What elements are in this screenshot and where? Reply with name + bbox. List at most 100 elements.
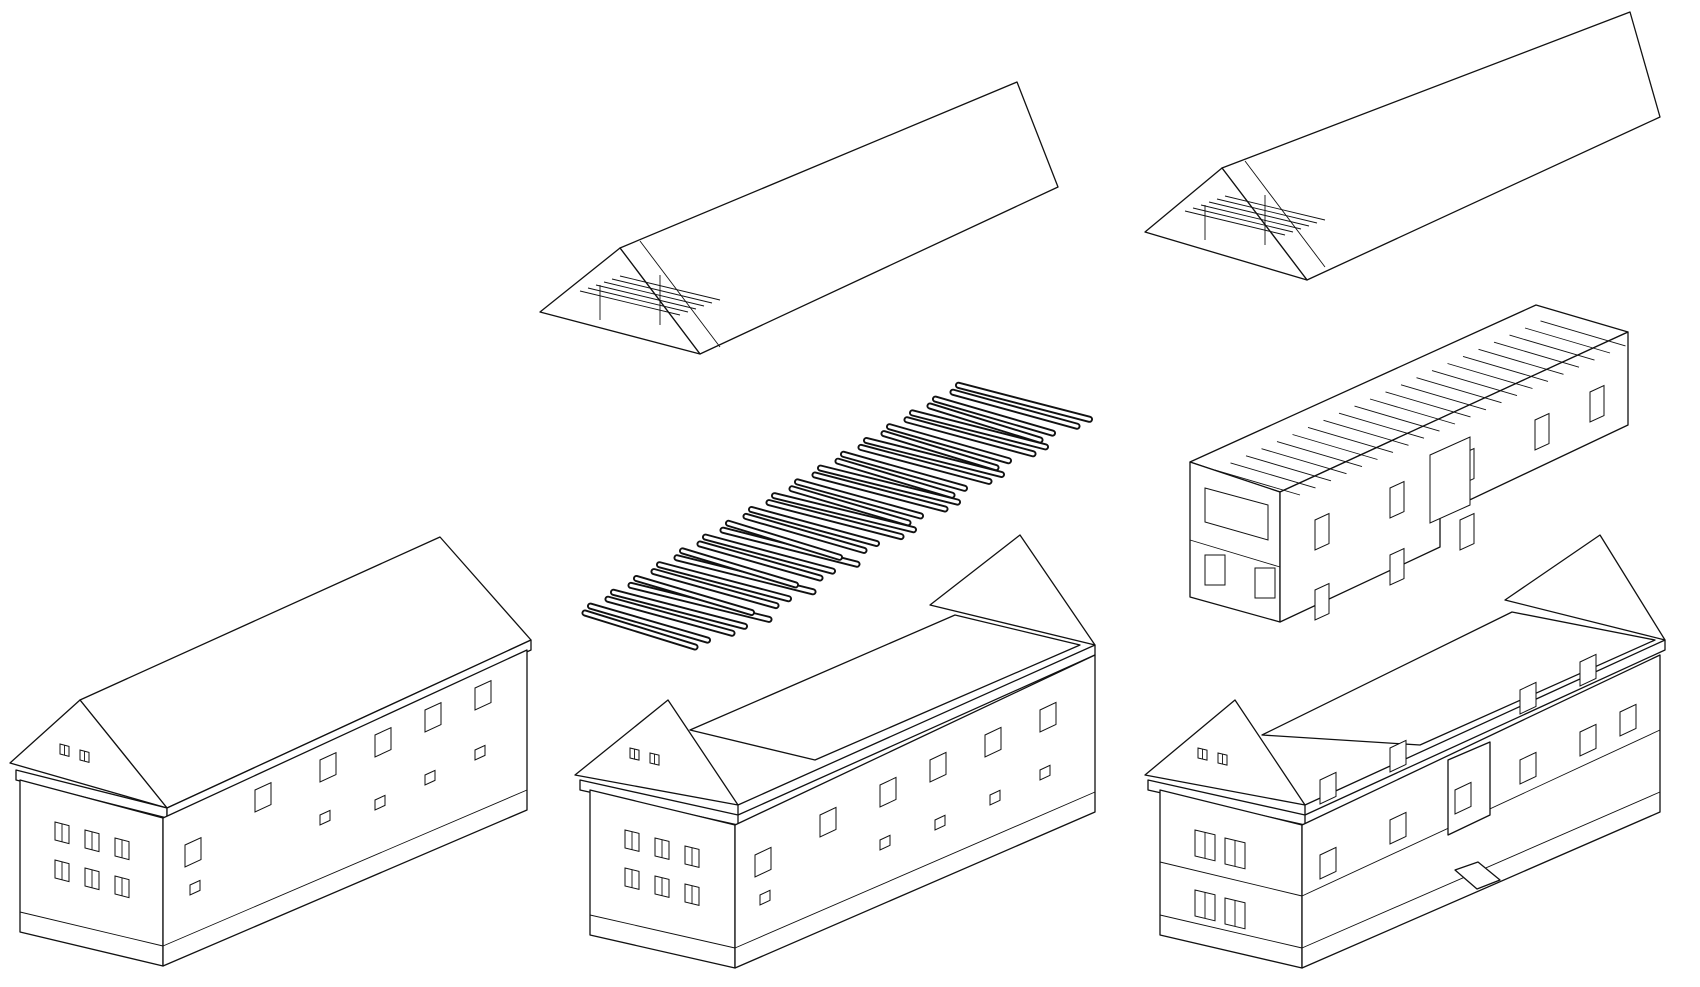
building-exploded-existing <box>539 81 1096 969</box>
window <box>474 679 492 711</box>
window <box>1319 771 1337 805</box>
truss-tie <box>1184 210 1286 236</box>
window <box>879 776 897 808</box>
windows-b2 <box>624 701 1057 906</box>
window <box>189 879 201 896</box>
floor-beam-highlight <box>887 425 1011 463</box>
window <box>934 814 946 831</box>
truss-tie <box>1216 198 1318 224</box>
joist <box>1292 434 1378 460</box>
joist <box>1400 384 1487 411</box>
window <box>989 789 1001 806</box>
floor-beam-highlight <box>652 569 778 608</box>
inner-wall <box>1261 611 1656 746</box>
truss-tie <box>1224 195 1326 221</box>
timber-floor-beams <box>581 381 1093 651</box>
gable-back <box>929 534 1096 646</box>
window <box>424 701 442 733</box>
joist <box>1462 355 1549 382</box>
joist <box>1354 405 1440 432</box>
window <box>1519 681 1537 715</box>
floor-beam-highlight <box>657 563 791 601</box>
floor-beam-highlight <box>910 411 1048 449</box>
floor-beam-highlight <box>606 597 734 635</box>
windows-b1 <box>54 679 492 899</box>
inner-wall <box>689 614 1081 761</box>
joist <box>1338 412 1425 439</box>
floor-beam-highlight <box>698 542 822 580</box>
joist <box>1230 462 1316 489</box>
joist <box>1524 327 1611 354</box>
floor-beam-highlight <box>703 535 835 573</box>
floor-beam-highlight <box>905 418 1035 456</box>
joist <box>1276 441 1363 468</box>
window <box>1619 703 1637 737</box>
floor-beam-highlight <box>836 459 954 497</box>
window <box>819 806 837 838</box>
joist <box>1245 455 1332 482</box>
volume-windows <box>1204 384 1605 621</box>
gable <box>1144 699 1306 806</box>
window <box>1389 811 1407 845</box>
floor-beam-highlight <box>951 390 1079 428</box>
plinth-front <box>1159 914 1303 949</box>
window <box>1519 751 1537 785</box>
window <box>1254 567 1276 599</box>
window <box>319 809 331 826</box>
window <box>474 744 486 761</box>
truss-tie <box>1200 204 1302 230</box>
roof-gable-underside <box>1144 167 1308 281</box>
string-course-front <box>1159 861 1303 897</box>
window <box>1319 846 1337 880</box>
gable <box>574 699 739 806</box>
joist <box>1509 334 1595 361</box>
floor-beam-highlight <box>818 466 960 504</box>
truss-tie <box>619 275 721 301</box>
truss-tie <box>1208 201 1310 227</box>
window <box>424 769 436 786</box>
roof-slope <box>619 81 1059 355</box>
joist <box>1431 370 1518 397</box>
side-wall <box>162 649 528 967</box>
truss-tie <box>611 278 713 304</box>
floor-beam-highlight <box>956 383 1092 421</box>
floor-beam-highlight <box>772 494 916 532</box>
top-plate-side <box>1304 639 1666 816</box>
window <box>984 726 1002 758</box>
roof-truss <box>579 240 721 348</box>
window-large <box>1204 487 1269 541</box>
roof-slope <box>1221 11 1661 281</box>
window <box>1579 723 1597 757</box>
truss-tie <box>603 281 705 307</box>
joist <box>1540 320 1626 347</box>
floor-beam-highlight <box>588 604 710 642</box>
window <box>1039 764 1051 781</box>
floor-beam-highlight <box>726 521 842 559</box>
joist <box>1447 363 1533 389</box>
door-opening <box>1429 436 1471 524</box>
joist <box>1323 419 1409 446</box>
window <box>879 834 891 851</box>
plinth-front <box>19 911 164 947</box>
floor-beam-highlight <box>795 480 923 518</box>
floor-beam-highlight <box>583 611 697 649</box>
truss-rafter <box>1244 160 1326 268</box>
window <box>1534 412 1550 451</box>
building-existing <box>9 536 532 967</box>
side-wall <box>734 654 1096 969</box>
gable-back <box>1504 534 1666 641</box>
joist <box>1385 391 1471 418</box>
window <box>1579 653 1597 687</box>
floor-beam-highlight <box>882 432 998 470</box>
joist <box>1369 398 1456 425</box>
floor-beam-highlight <box>767 501 903 539</box>
truss-tie <box>579 290 681 316</box>
window <box>929 751 947 783</box>
truss-tie <box>595 284 697 310</box>
window <box>374 794 386 811</box>
window <box>1589 384 1605 423</box>
volume-joists <box>1214 320 1626 496</box>
window <box>759 889 771 906</box>
window <box>1454 781 1472 815</box>
floor-beam-highlight <box>928 404 1042 442</box>
